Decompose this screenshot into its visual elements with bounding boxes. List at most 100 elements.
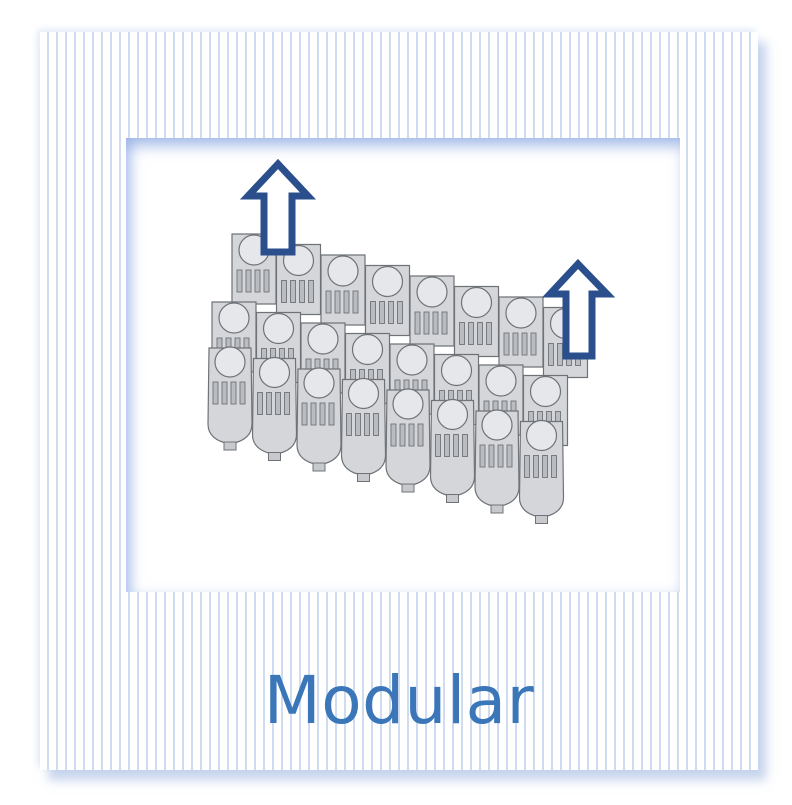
module-nub [446, 494, 459, 503]
module-nub [535, 515, 548, 524]
module-slot [370, 301, 376, 324]
module-slot [301, 402, 308, 426]
module-circle [214, 346, 246, 378]
module-slot [486, 322, 492, 345]
module-slot [388, 301, 394, 324]
modular-belt-illustration [207, 158, 616, 524]
belt-module [207, 346, 253, 451]
module-slot [343, 290, 350, 314]
module-slot [462, 434, 468, 457]
module-slot [325, 290, 332, 314]
module-slot [506, 444, 513, 468]
module-slot [423, 311, 430, 335]
module-slot [355, 413, 361, 436]
belt-module [474, 409, 520, 514]
belt-module [296, 367, 342, 472]
up-arrow-icon [541, 258, 616, 360]
module-circle [218, 302, 250, 334]
module-circle [529, 375, 562, 408]
module-slot [468, 322, 474, 345]
belt-module [275, 243, 322, 316]
module-slot [290, 280, 296, 303]
module-slot [551, 455, 557, 478]
module-slot [221, 381, 228, 405]
module-slot [275, 392, 281, 415]
module-circle [307, 323, 339, 355]
module-slot [397, 301, 403, 324]
module-slot [257, 392, 263, 415]
belt-module [453, 285, 500, 358]
module-nub [401, 483, 415, 493]
module-slot [308, 280, 314, 303]
caption-title: Modular [263, 662, 535, 739]
belt-module [385, 388, 431, 493]
module-slot [263, 269, 270, 293]
illustration-frame [126, 138, 680, 592]
module-slot [266, 392, 272, 415]
module-slot [453, 434, 459, 457]
module-slot [477, 322, 483, 345]
module-slot [284, 392, 290, 415]
belt-module [409, 275, 455, 347]
module-circle [371, 265, 404, 298]
belt-module [518, 419, 565, 524]
module-nub [357, 473, 370, 482]
module-slot [488, 444, 495, 468]
module-circle [505, 297, 537, 329]
module-slot [236, 269, 243, 293]
module-slot [239, 381, 246, 405]
module-slot [254, 269, 261, 293]
belt-module [498, 296, 544, 368]
module-slot [334, 290, 341, 314]
module-slot [408, 423, 415, 447]
module-slot [444, 434, 450, 457]
lift-arrows [239, 158, 616, 360]
module-circle [258, 356, 291, 389]
module-slot [530, 332, 537, 356]
module-slot [512, 332, 519, 356]
belt-module [320, 254, 366, 326]
module-slot [352, 290, 359, 314]
module-slot [319, 402, 326, 426]
module-slot [557, 343, 563, 366]
module-slot [497, 444, 504, 468]
module-slot [479, 444, 486, 468]
module-nub [223, 441, 237, 451]
belt-module [364, 264, 411, 337]
module-circle [481, 409, 513, 441]
module-slot [281, 280, 287, 303]
up-arrow-icon [239, 158, 317, 256]
module-circle [525, 419, 558, 452]
module-slot [379, 301, 385, 324]
module-circle [460, 286, 493, 319]
module-slot [399, 423, 406, 447]
module-slot [432, 311, 439, 335]
module-slot [417, 423, 424, 447]
module-circle [485, 365, 517, 397]
module-circle [347, 377, 380, 410]
module-slot [245, 269, 252, 293]
module-circle [440, 354, 473, 387]
module-slot [548, 343, 554, 366]
belt-module [251, 356, 298, 461]
module-slot [390, 423, 397, 447]
module-slot [414, 311, 421, 335]
module-slot [435, 434, 441, 457]
module-slot [328, 402, 335, 426]
module-slot [503, 332, 510, 356]
module-slot [459, 322, 465, 345]
module-slot [542, 455, 548, 478]
module-slot [521, 332, 528, 356]
module-slot [364, 413, 370, 436]
module-slot [299, 280, 305, 303]
modular-card: Modular [40, 32, 758, 770]
module-slot [524, 455, 530, 478]
module-circle [327, 255, 359, 287]
module-slot [373, 413, 379, 436]
belt-module [340, 377, 387, 482]
module-slot [212, 381, 219, 405]
module-circle [351, 333, 384, 366]
module-nub [312, 462, 326, 472]
module-slot [441, 311, 448, 335]
belt-modules [207, 233, 589, 524]
